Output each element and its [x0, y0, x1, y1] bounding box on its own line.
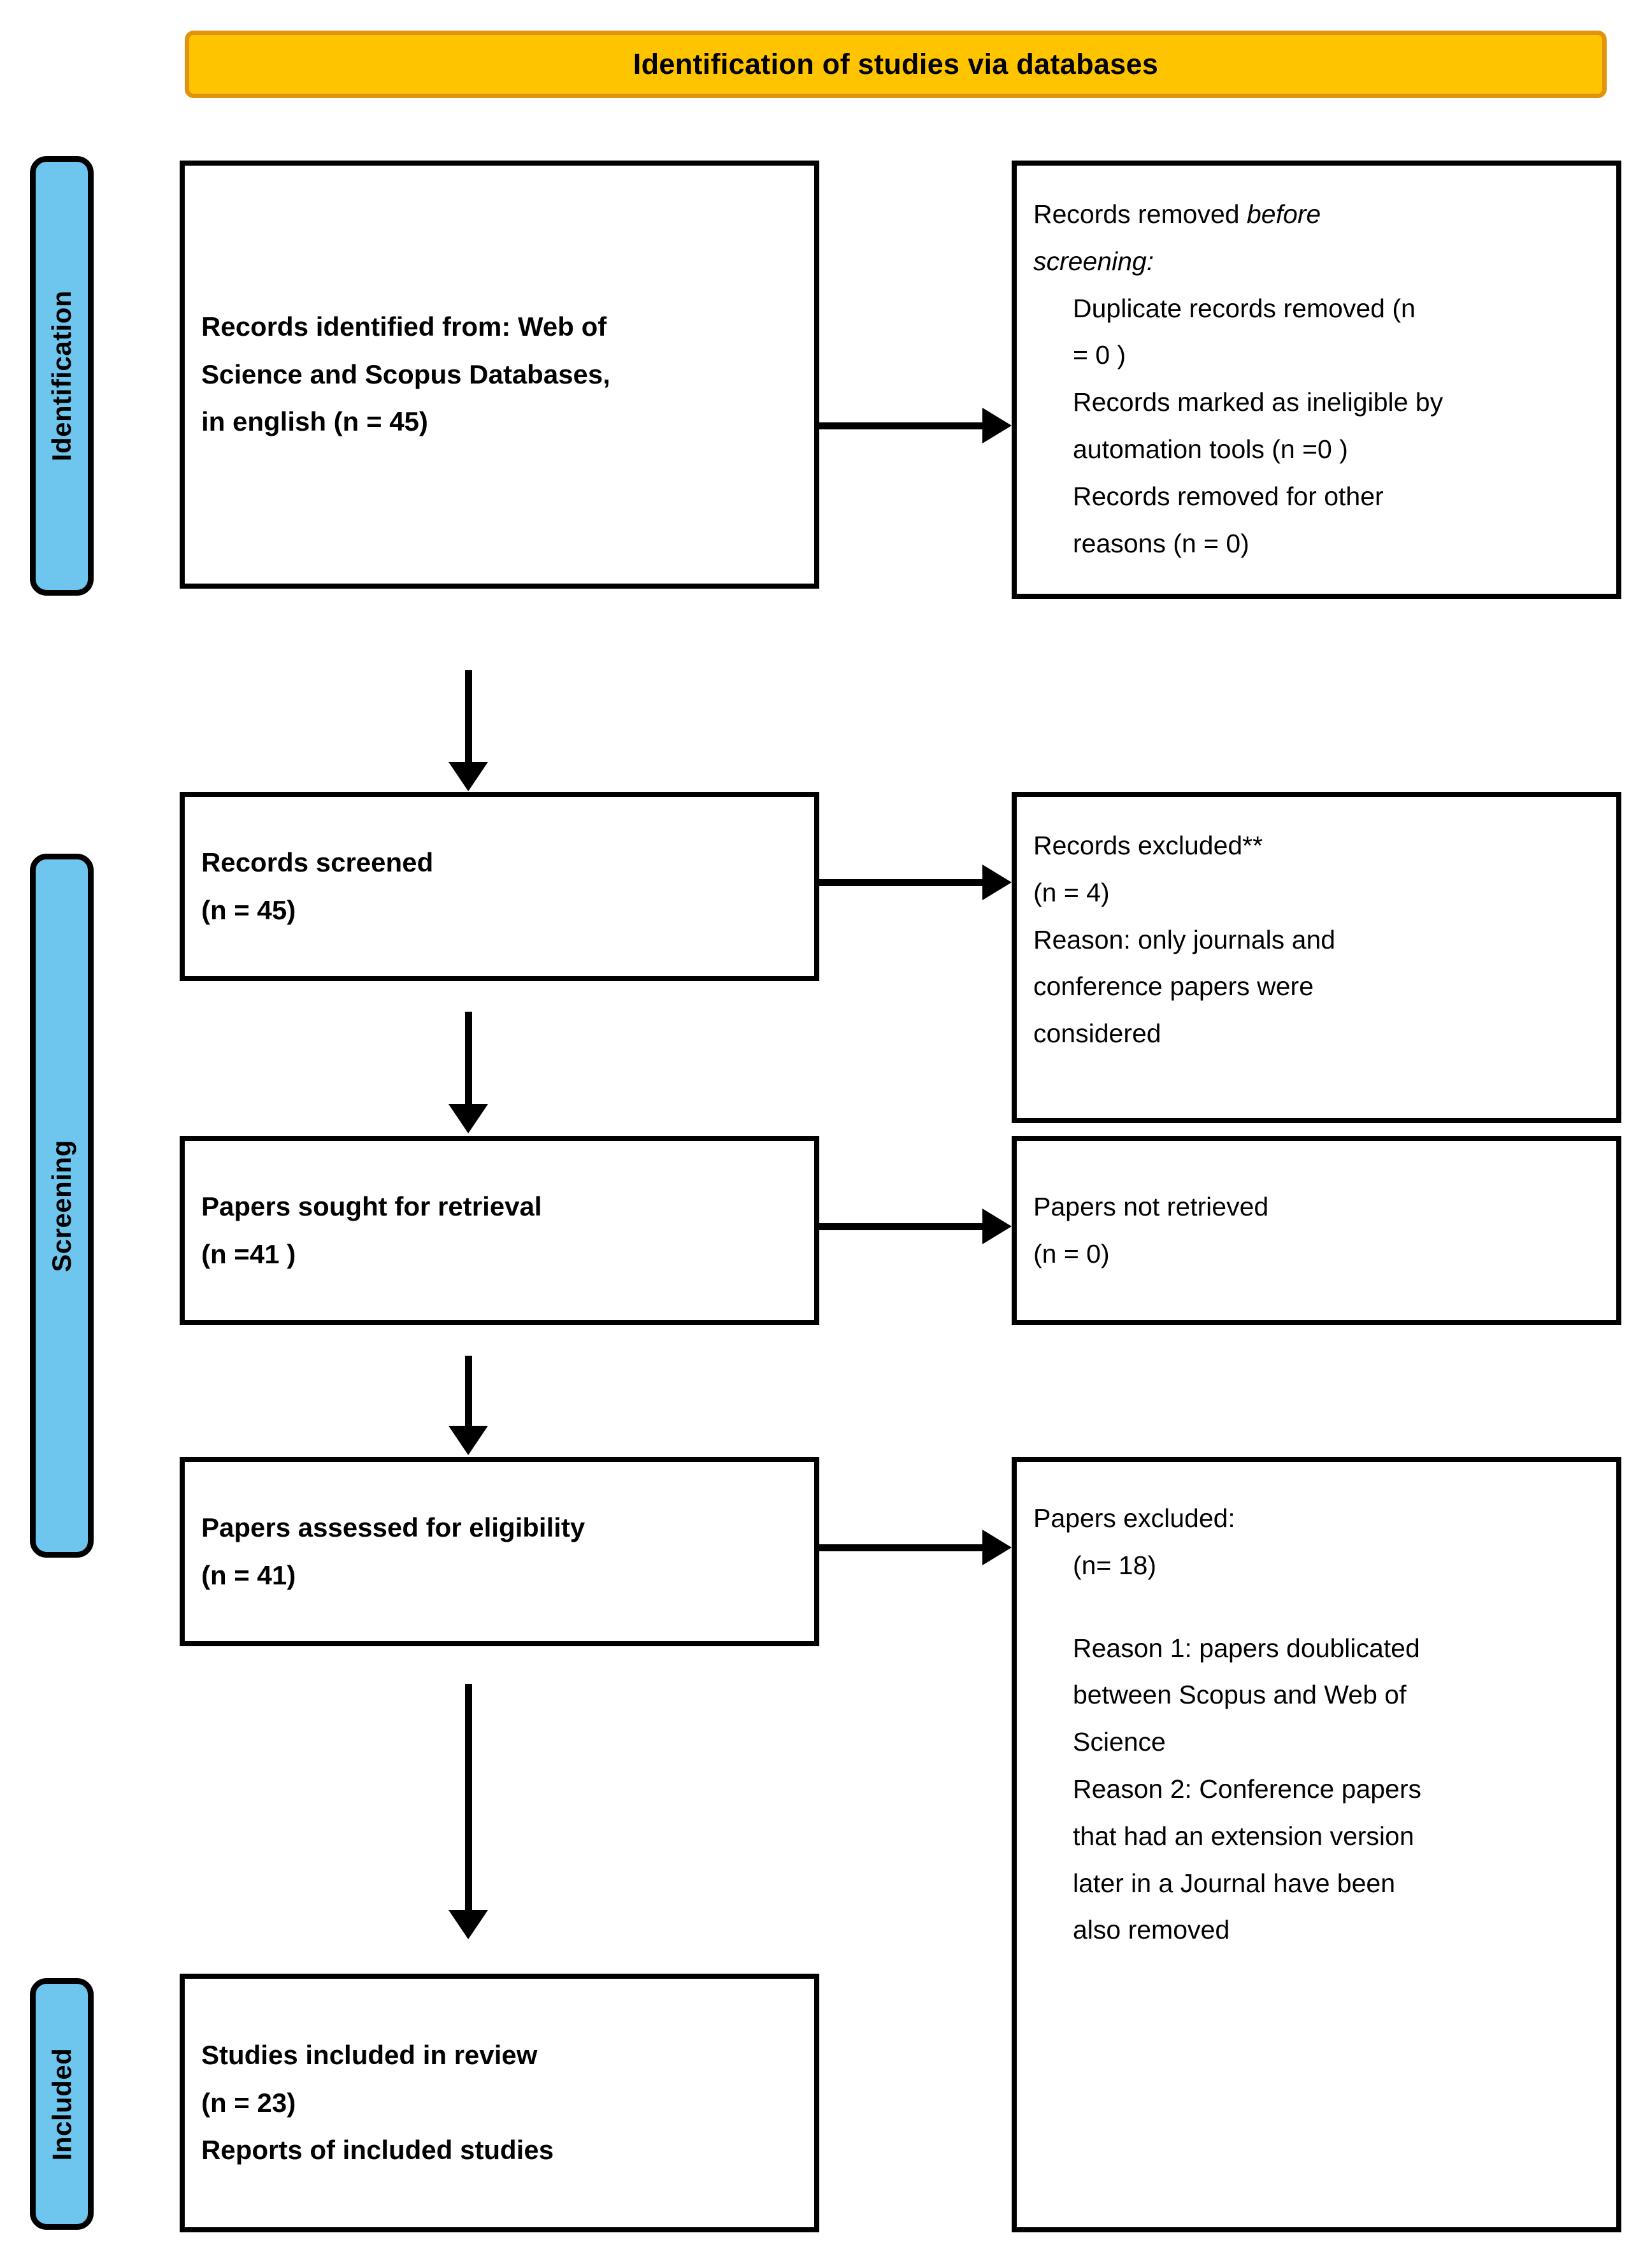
papers-excluded-line9: also removed [1073, 1915, 1230, 1945]
box-papers-excluded: Papers excluded: (n= 18) Reason 1: paper… [1012, 1457, 1621, 2232]
records-removed-line4: = 0 ) [1073, 340, 1126, 370]
papers-excluded-line4: between Scopus and Web of [1073, 1680, 1407, 1710]
records-excluded-line5: considered [1033, 1019, 1161, 1049]
records-removed-line2: screening: [1033, 246, 1154, 276]
studies-included-line1: Studies included in review [201, 2039, 538, 2070]
arrow-shaft [465, 1356, 472, 1426]
papers-excluded-line8: later in a Journal have been [1073, 1868, 1396, 1898]
box-records-excluded: Records excluded** (n = 4) Reason: only … [1012, 792, 1621, 1123]
arrow-head [448, 1910, 488, 1939]
records-removed-line7: Records removed for other [1073, 481, 1384, 511]
papers-excluded-line1: Papers excluded: [1033, 1504, 1235, 1533]
box-papers-assessed-for-eligibility: Papers assessed for eligibility (n = 41) [180, 1457, 819, 1646]
studies-included-line2: (n = 23) [201, 2087, 296, 2118]
papers-sought-line1: Papers sought for retrieval [201, 1191, 542, 1221]
box-papers-not-retrieved: Papers not retrieved (n = 0) [1012, 1136, 1621, 1325]
arrow-shaft [465, 1684, 472, 1910]
records-excluded-line4: conference papers were [1033, 972, 1314, 1001]
stage-tab-screening: Screening [30, 854, 94, 1558]
papers-assessed-line2: (n = 41) [201, 1560, 296, 1590]
arrow-shaft [819, 1223, 984, 1230]
papers-excluded-spacer [1033, 1590, 1600, 1625]
records-removed-line1-b: before [1246, 199, 1321, 229]
records-screened-line1: Records screened [201, 847, 434, 877]
papers-excluded-line6: Reason 2: Conference papers [1073, 1774, 1422, 1804]
records-removed-line1: Records removed before [1033, 191, 1600, 238]
arrow-shaft [819, 879, 984, 886]
arrow-shaft [819, 1544, 984, 1551]
arrow-head [448, 762, 488, 791]
arrow-head [448, 1426, 488, 1455]
papers-excluded-line7: that had an extension version [1073, 1821, 1414, 1851]
records-screened-line2: (n = 45) [201, 894, 296, 925]
records-excluded-line3: Reason: only journals and [1033, 924, 1336, 954]
box-records-removed-before-screening: Records removed before screening: Duplic… [1012, 161, 1621, 599]
stage-tab-identification: Identification [30, 156, 94, 596]
papers-not-retrieved-line2: (n = 0) [1033, 1238, 1110, 1268]
arrow-shaft [819, 422, 984, 429]
banner-title: Identification of studies via databases [633, 48, 1159, 80]
papers-excluded-line3: Reason 1: papers doublicated [1073, 1633, 1420, 1663]
stage-label-identification: Identification [47, 290, 76, 462]
records-removed-line3: Duplicate records removed (n [1073, 293, 1416, 323]
studies-included-line3: Reports of included studies [201, 2135, 554, 2165]
box-papers-sought-for-retrieval: Papers sought for retrieval (n =41 ) [180, 1136, 819, 1325]
records-identified-line1: Records identified from: Web of [201, 311, 607, 341]
arrow-head [982, 1530, 1012, 1565]
stage-label-screening: Screening [47, 1139, 77, 1272]
records-removed-line1-a: Records removed [1033, 199, 1247, 229]
papers-excluded-line2: (n= 18) [1073, 1550, 1157, 1580]
stage-tab-included: Included [30, 1978, 94, 2230]
arrow-shaft [465, 670, 472, 762]
records-identified-line2: Science and Scopus Databases, [201, 359, 610, 389]
box-records-identified: Records identified from: Web of Science … [180, 161, 819, 589]
records-excluded-line2: (n = 4) [1033, 877, 1110, 907]
records-removed-line6: automation tools (n =0 ) [1073, 434, 1348, 464]
records-identified-line3: in english (n = 45) [201, 406, 428, 437]
papers-not-retrieved-line1: Papers not retrieved [1033, 1191, 1269, 1221]
stage-label-included: Included [47, 2048, 76, 2160]
box-studies-included-in-review: Studies included in review (n = 23) Repo… [180, 1974, 819, 2232]
papers-sought-line2: (n =41 ) [201, 1238, 296, 1269]
records-removed-line8: reasons (n = 0) [1073, 528, 1249, 558]
records-excluded-line1: Records excluded** [1033, 831, 1263, 860]
arrow-shaft [465, 1012, 472, 1104]
papers-assessed-line1: Papers assessed for eligibility [201, 1512, 585, 1542]
records-removed-line5: Records marked as ineligible by [1073, 387, 1444, 417]
arrow-head [982, 865, 1012, 900]
arrow-head [982, 408, 1012, 443]
diagram-header-banner: Identification of studies via databases [185, 31, 1607, 98]
arrow-head [982, 1209, 1012, 1244]
arrow-head [448, 1104, 488, 1133]
box-records-screened: Records screened (n = 45) [180, 792, 819, 981]
papers-excluded-line5: Science [1073, 1727, 1166, 1757]
